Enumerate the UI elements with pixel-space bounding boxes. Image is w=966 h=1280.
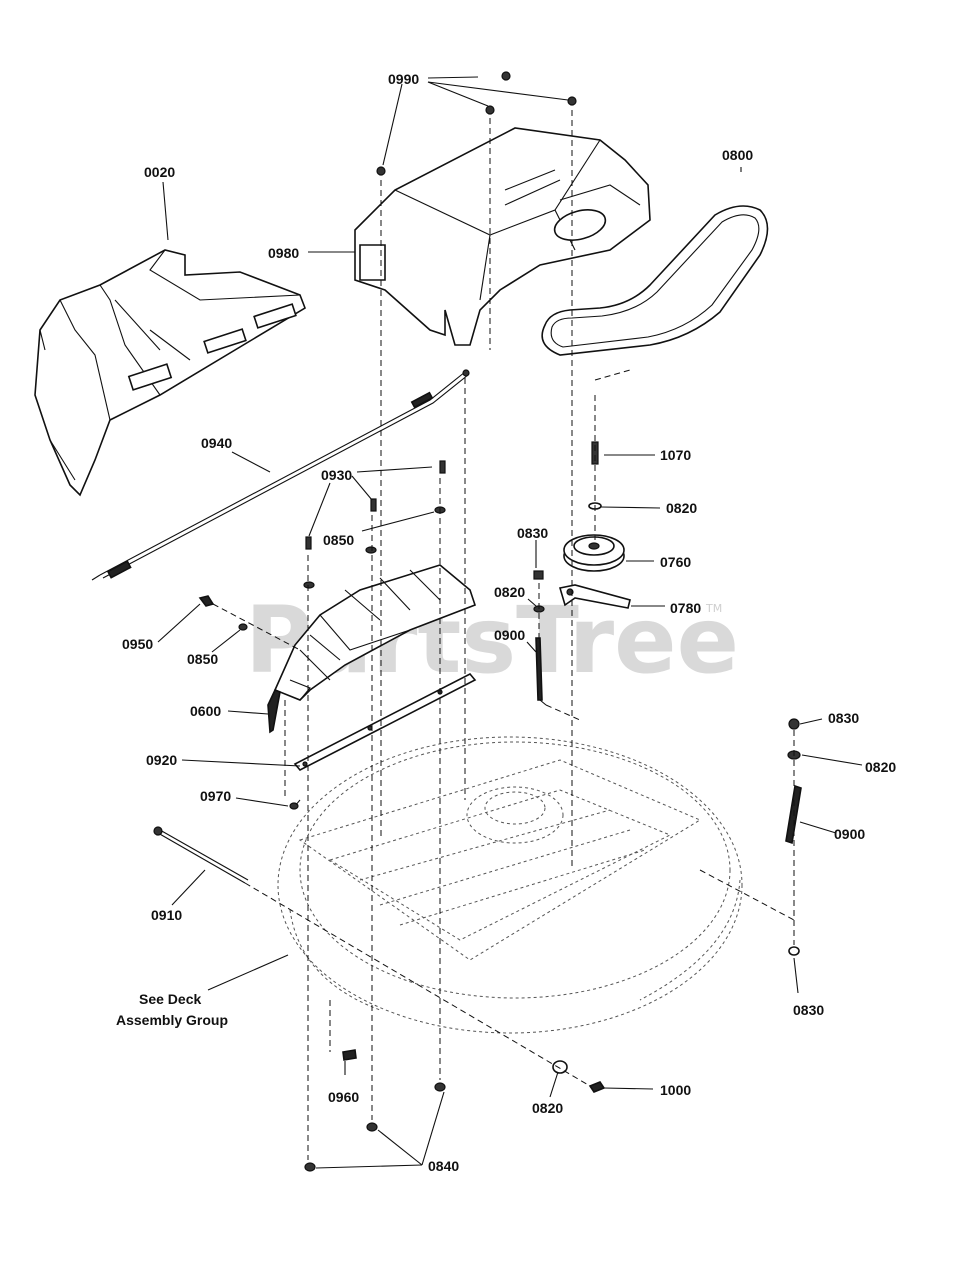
- label-0940: 0940: [201, 435, 232, 451]
- label-0950: 0950: [122, 636, 153, 652]
- label-0900-right: 0900: [834, 826, 865, 842]
- label-see-deck: See Deck: [139, 991, 201, 1007]
- label-0820-mid: 0820: [494, 584, 525, 600]
- label-0930: 0930: [321, 467, 352, 483]
- label-1070: 1070: [660, 447, 691, 463]
- leader-lines: [157, 76, 863, 1169]
- label-0800: 0800: [722, 147, 753, 163]
- drive-belt: [541, 205, 769, 356]
- deck-assembly: [277, 736, 743, 1034]
- label-0830-right: 0830: [828, 710, 859, 726]
- label-0980: 0980: [268, 245, 299, 261]
- label-1000: 1000: [660, 1082, 691, 1098]
- part-labels: 0990 0020 0800 0980 0940 0930 0850 1070 …: [116, 71, 896, 1174]
- label-0820-right: 0820: [865, 759, 896, 775]
- label-0970: 0970: [200, 788, 231, 804]
- label-0780: 0780: [670, 600, 701, 616]
- label-0830-bottom: 0830: [793, 1002, 824, 1018]
- label-0840: 0840: [428, 1158, 459, 1174]
- label-0020: 0020: [144, 164, 175, 180]
- label-assembly-group: Assembly Group: [116, 1012, 228, 1028]
- label-0850-top: 0850: [323, 532, 354, 548]
- idler-pulley: [563, 534, 625, 572]
- support-bar: [293, 672, 477, 772]
- cable: [91, 369, 470, 581]
- label-0990: 0990: [388, 71, 419, 87]
- label-0910: 0910: [151, 907, 182, 923]
- baffle: [267, 564, 477, 734]
- label-0820-top: 0820: [666, 500, 697, 516]
- belt-cover: [354, 127, 651, 346]
- hardware: [198, 71, 801, 1172]
- label-0830-top: 0830: [517, 525, 548, 541]
- label-0760: 0760: [660, 554, 691, 570]
- label-0850-left: 0850: [187, 651, 218, 667]
- assembly-lines: [212, 110, 795, 1160]
- label-0920: 0920: [146, 752, 177, 768]
- rod: [153, 826, 249, 884]
- label-0960: 0960: [328, 1089, 359, 1105]
- watermark-tm: TM: [705, 602, 722, 615]
- label-0600: 0600: [190, 703, 221, 719]
- discharge-chute: [34, 249, 306, 497]
- label-0820-bottom: 0820: [532, 1100, 563, 1116]
- label-0900-left: 0900: [494, 627, 525, 643]
